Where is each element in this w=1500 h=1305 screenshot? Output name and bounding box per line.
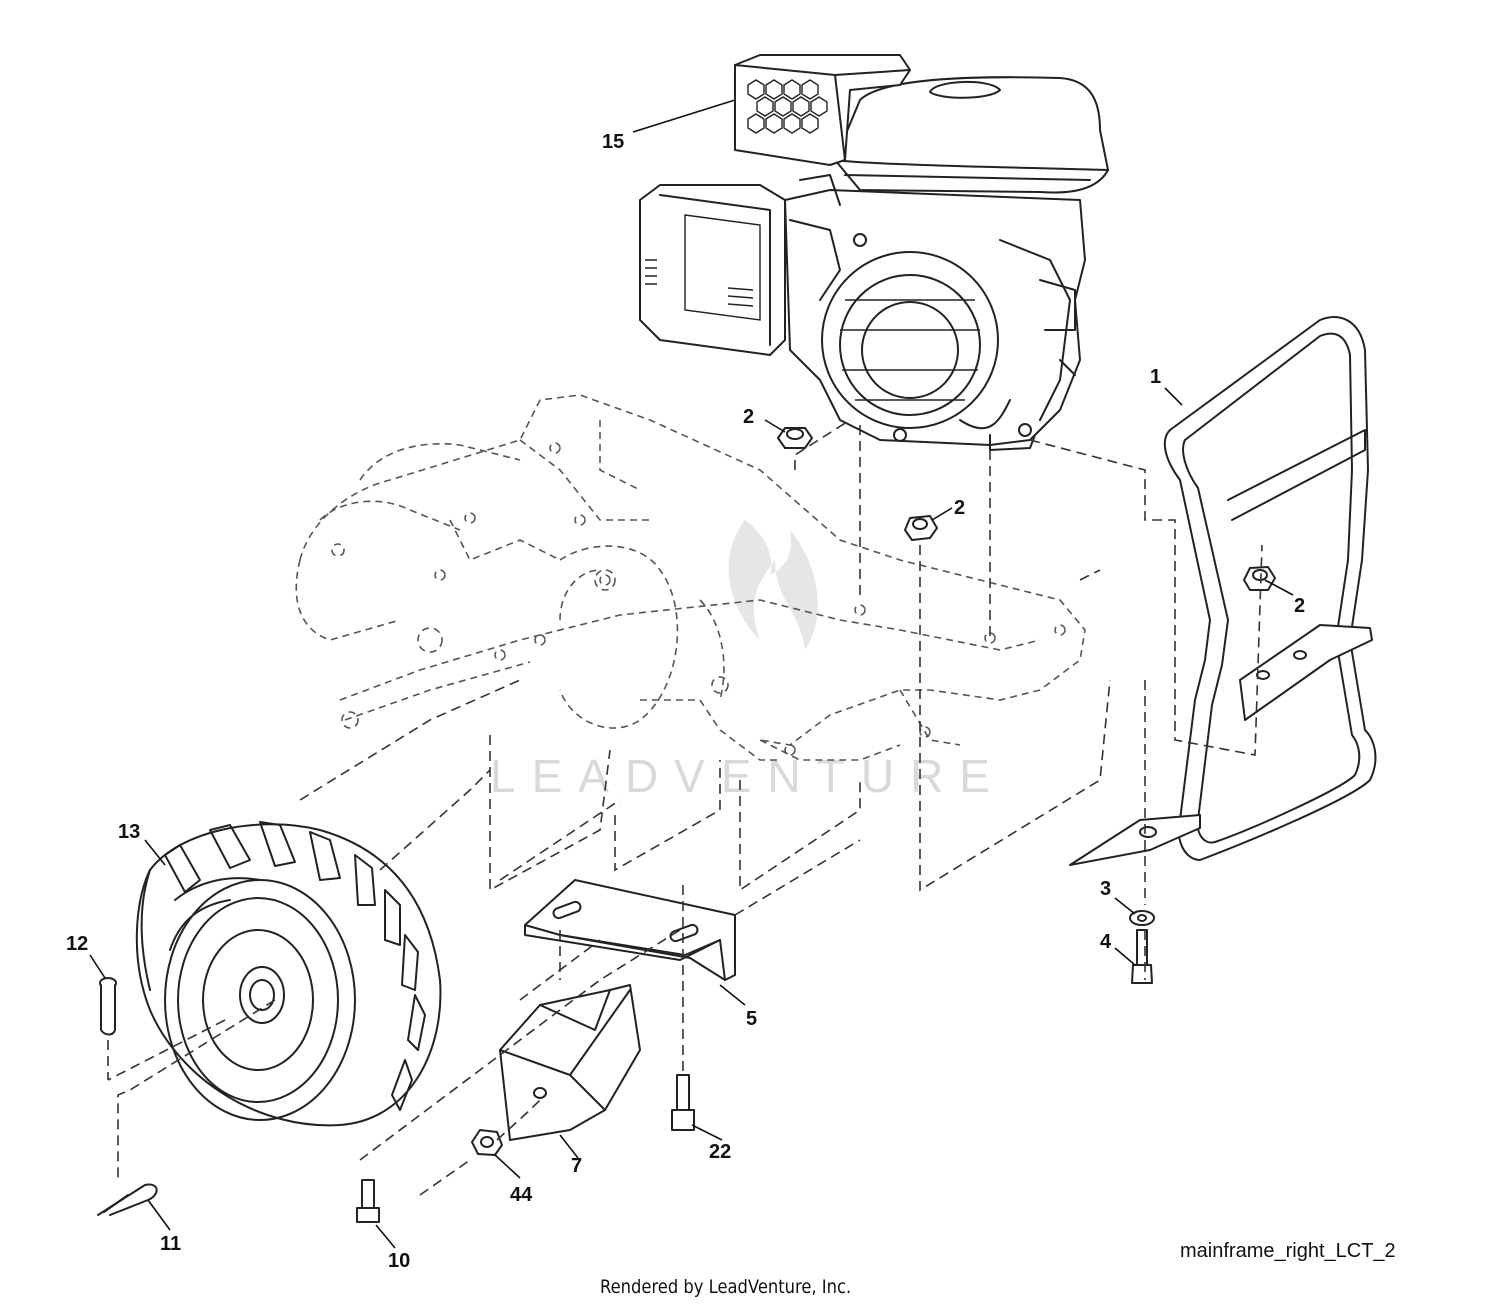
nut-44 — [471, 1129, 503, 1156]
nut-2-right — [1243, 566, 1276, 591]
callout-7: 7 — [571, 1155, 582, 1177]
callout-2c: 2 — [1294, 595, 1305, 617]
leader-lines — [89, 99, 1294, 1249]
clevis-pin-12 — [99, 977, 117, 1036]
callout-1: 1 — [1150, 366, 1161, 388]
wheel-tire — [135, 821, 442, 1127]
hairpin-clip-11 — [97, 1183, 158, 1216]
callout-2b: 2 — [954, 497, 965, 519]
callout-13: 13 — [118, 821, 140, 843]
bolt-22 — [671, 1074, 695, 1131]
callout-15: 15 — [602, 131, 624, 153]
muffler-hex-vents — [747, 79, 828, 134]
nut-2-left — [777, 427, 813, 449]
assembly-lines — [107, 419, 1263, 1196]
leadventure-watermark: LEADVENTURE — [490, 520, 1006, 802]
callout-4: 4 — [1100, 931, 1112, 953]
callout-11: 11 — [160, 1233, 181, 1255]
engine — [639, 54, 1109, 451]
callout-12: 12 — [66, 933, 88, 955]
diagram-reference-code: mainframe_right_LCT_2 — [1180, 1240, 1396, 1262]
front-bumper-frame — [1069, 316, 1377, 866]
bolt-4 — [1131, 929, 1153, 984]
callout-2a: 2 — [743, 406, 754, 428]
svg-text:LEADVENTURE: LEADVENTURE — [490, 750, 1006, 802]
render-credit: Rendered by LeadVenture, Inc. — [600, 1276, 852, 1298]
bolt-10 — [356, 1179, 380, 1223]
callout-10: 10 — [388, 1250, 410, 1272]
weight-block — [499, 984, 641, 1141]
mounting-bracket — [524, 879, 736, 981]
callout-44: 44 — [510, 1184, 533, 1206]
nut-2-center — [904, 515, 938, 541]
callout-22: 22 — [709, 1141, 731, 1163]
callout-3: 3 — [1100, 878, 1111, 900]
tiller-frame-ghost-outline — [295, 394, 1086, 761]
washer-3 — [1129, 910, 1155, 926]
callout-5: 5 — [746, 1008, 757, 1030]
